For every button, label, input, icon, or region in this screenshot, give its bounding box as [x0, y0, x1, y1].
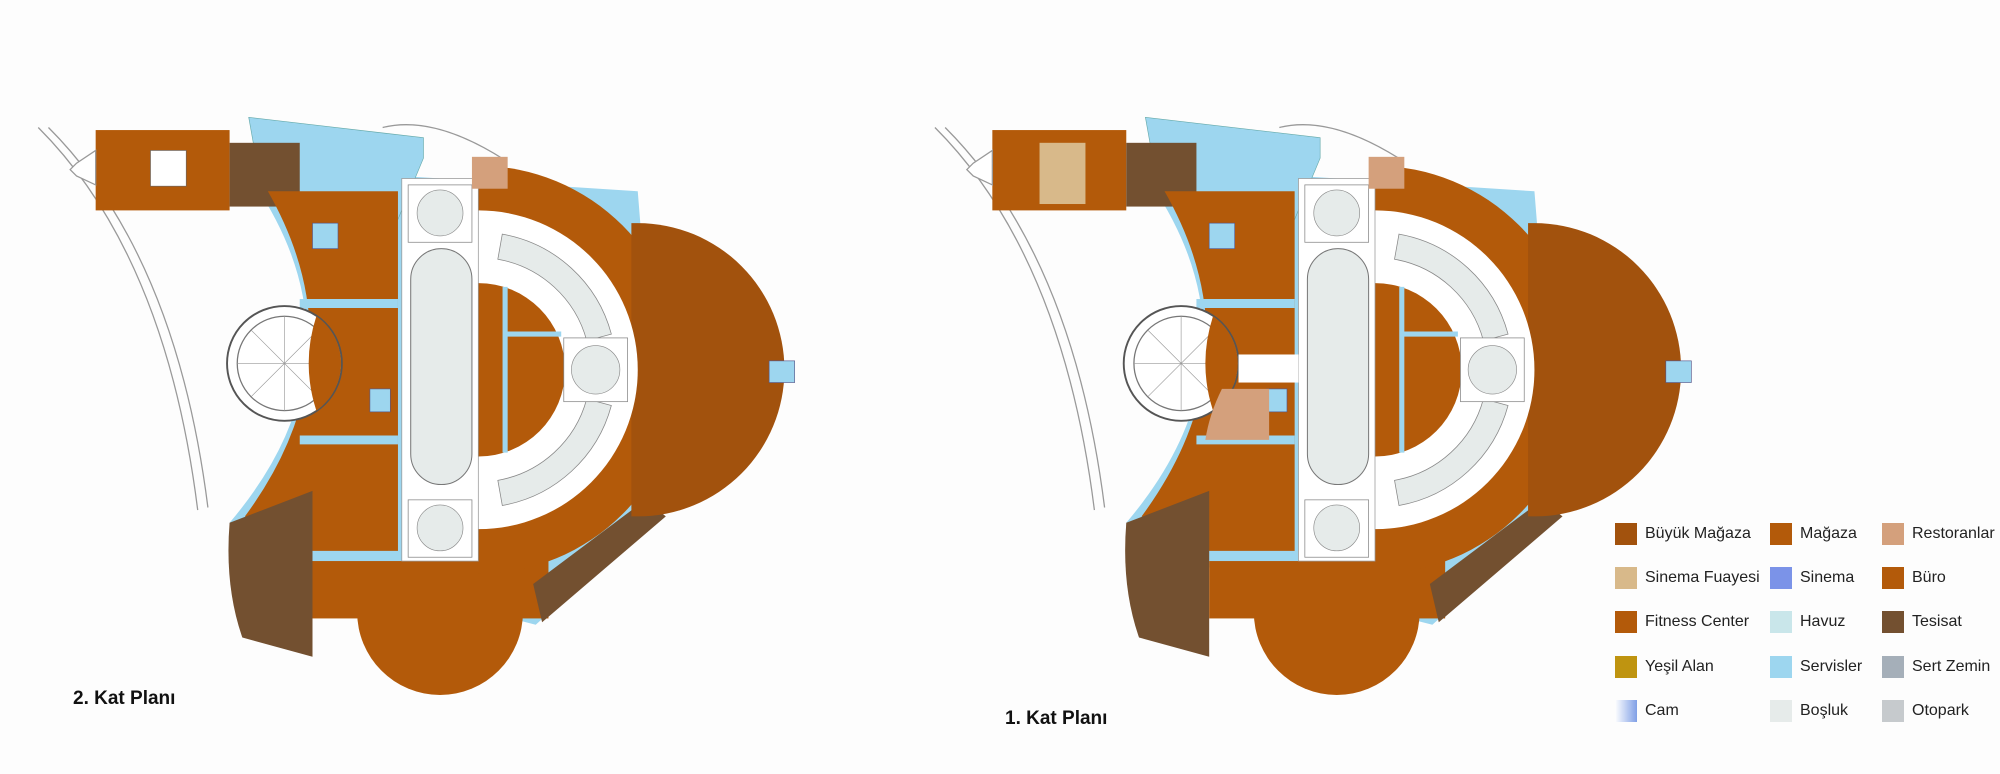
legend-item: Restoranlar	[1882, 522, 1995, 546]
tesisat-bottom-right	[533, 499, 666, 623]
legend-item: Boşluk	[1770, 699, 1848, 723]
legend-item: Büyük Mağaza	[1615, 522, 1751, 546]
legend-swatch	[1770, 567, 1792, 589]
restaurant-top	[471, 156, 508, 189]
entrance-canopy	[382, 124, 505, 160]
atrium-void	[410, 248, 473, 486]
tesisat-bottom-right	[1429, 499, 1563, 623]
inner-corridors	[502, 286, 562, 453]
floor-plan-1st-floor	[934, 116, 1692, 695]
stores-inner	[478, 283, 566, 457]
legend-item: Sert Zemin	[1882, 655, 1990, 679]
outer-glass-arc	[37, 127, 199, 511]
legend-label: Boşluk	[1800, 702, 1849, 719]
service-core	[312, 222, 339, 249]
restaurant-west	[1205, 388, 1270, 440]
stores-bottom-disc	[1253, 612, 1420, 695]
rotunda-store	[1205, 316, 1238, 411]
legend-item: Fitness Center	[1615, 610, 1749, 634]
legend-swatch	[1615, 567, 1637, 589]
legend-label: Sinema	[1800, 569, 1855, 586]
rotunda-store	[308, 316, 342, 411]
legend-item: Sinema Fuayesi	[1615, 566, 1760, 590]
legend-item: Sinema	[1770, 566, 1854, 590]
floor-plan-1st-floor-extras	[1039, 142, 1299, 440]
department-store	[1528, 223, 1682, 517]
escalator-void	[1313, 189, 1361, 237]
legend-swatch	[1882, 700, 1904, 722]
service-core	[1266, 388, 1288, 413]
void-arc-lower	[497, 398, 612, 506]
escalator-void	[1467, 345, 1517, 395]
legend-label: Sert Zemin	[1912, 658, 1991, 675]
legend-swatch	[1882, 523, 1904, 545]
void-arc-upper	[497, 233, 612, 342]
escalator-void	[416, 189, 464, 237]
escalator-void	[416, 504, 464, 552]
restaurant-top	[1368, 156, 1405, 189]
plan-title-1st-floor: 1. Kat Planı	[1005, 708, 1108, 729]
legend-swatch	[1615, 700, 1637, 722]
legend-item: Otopark	[1882, 699, 1969, 723]
entrance-nose	[965, 149, 993, 186]
legend-swatch	[1770, 611, 1792, 633]
cinema-foyer	[1039, 142, 1086, 205]
legend-label: Fitness Center	[1645, 613, 1750, 630]
rotunda-spokes	[1133, 316, 1229, 411]
stores-inner	[1375, 283, 1462, 457]
service-core	[768, 360, 795, 383]
outer-glass-arc	[934, 127, 1096, 511]
legend-swatch	[1770, 523, 1792, 545]
legend-swatch	[1770, 656, 1792, 678]
legend-label: Restoranlar	[1912, 525, 1995, 542]
rotunda-spokes	[237, 316, 332, 411]
legend-item: Büro	[1882, 566, 1946, 590]
inner-corridors	[1399, 286, 1458, 453]
legend-item: Servisler	[1770, 655, 1862, 679]
escalator-void	[1313, 504, 1361, 552]
service-core	[1208, 222, 1236, 249]
tesisat-bottom-left	[228, 490, 313, 657]
legend-item: Havuz	[1770, 610, 1845, 634]
legend-label: Otopark	[1912, 702, 1969, 719]
legend-label: Mağaza	[1800, 525, 1857, 542]
void-arc-upper	[1394, 233, 1509, 342]
stores-bottom-disc	[357, 612, 523, 695]
legend-swatch	[1882, 611, 1904, 633]
legend-swatch	[1882, 567, 1904, 589]
legend-item: Yeşil Alan	[1615, 655, 1714, 679]
entrance-nose	[69, 149, 97, 186]
atrium-void	[1306, 248, 1370, 486]
plan-title-2nd-floor: 2. Kat Planı	[73, 688, 176, 709]
legend-label: Büro	[1912, 569, 1946, 586]
legend-item: Cam	[1615, 699, 1679, 723]
legend-label: Büyük Mağaza	[1645, 525, 1751, 542]
tesisat-bottom-left	[1125, 490, 1210, 657]
entrance-canopy	[1279, 124, 1401, 160]
department-store	[631, 223, 785, 517]
legend-label: Sinema Fuayesi	[1645, 569, 1760, 586]
legend-label: Cam	[1645, 702, 1679, 719]
void-arc-lower	[1394, 398, 1509, 506]
legend-item: Mağaza	[1770, 522, 1857, 546]
floor-plan-2nd-floor	[37, 116, 795, 695]
service-core	[150, 150, 187, 187]
bridge	[1238, 354, 1299, 383]
legend-swatch	[1770, 700, 1792, 722]
legend-item: Tesisat	[1882, 610, 1962, 634]
legend-swatch	[1882, 656, 1904, 678]
legend-label: Havuz	[1800, 613, 1846, 630]
legend-label: Tesisat	[1912, 613, 1962, 630]
legend-label: Servisler	[1800, 658, 1863, 675]
legend-swatch	[1615, 523, 1637, 545]
service-core	[1665, 360, 1692, 383]
legend-swatch	[1615, 656, 1637, 678]
service-core	[369, 388, 391, 413]
legend-label: Yeşil Alan	[1645, 658, 1714, 675]
escalator-void	[571, 345, 621, 395]
legend-swatch	[1615, 611, 1637, 633]
